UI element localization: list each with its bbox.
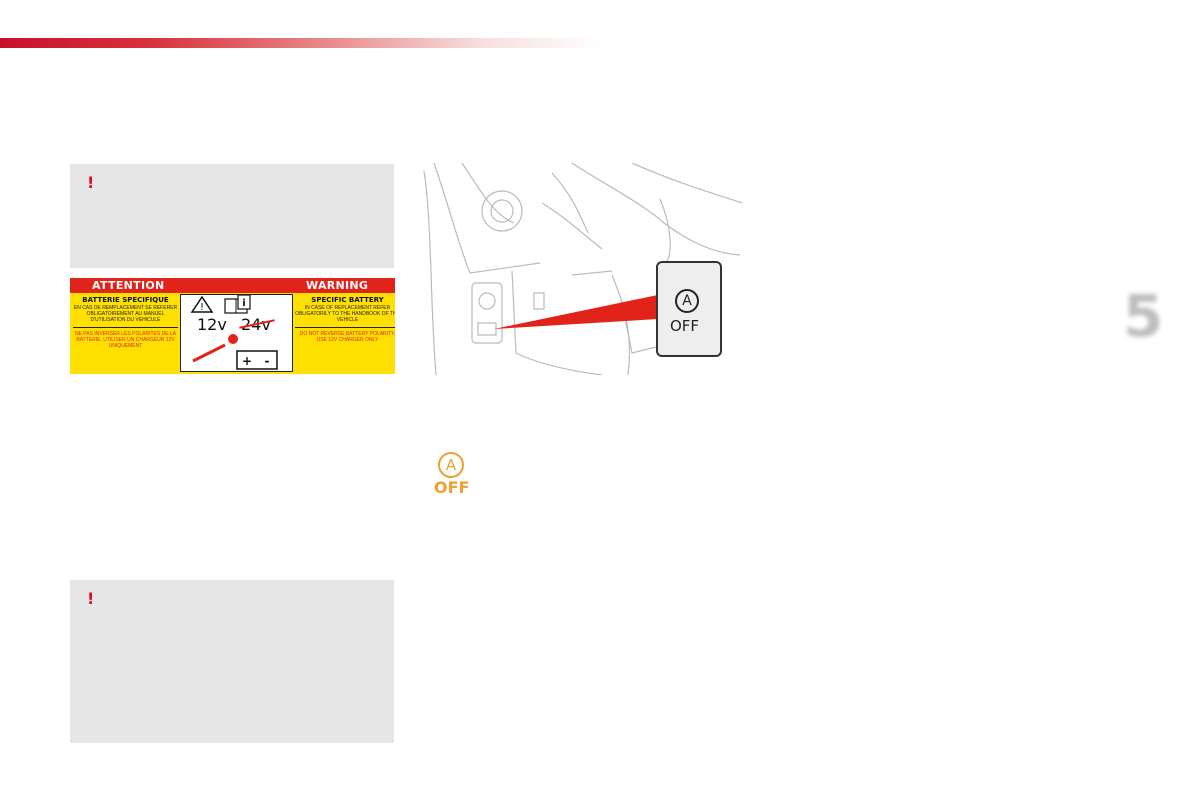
exclamation-icon: ! — [87, 589, 95, 608]
auto-stop-indicator-icon: A — [438, 452, 464, 478]
label-pictogram-panel: ! i + - 12v 24v — [180, 294, 293, 372]
voltage-12v: 12v — [197, 315, 227, 334]
label-caution-fr: NE PAS INVERSER LES POLARITES DE LA BATT… — [73, 327, 178, 349]
label-title-en: SPECIFIC BATTERY — [311, 296, 384, 304]
chapter-number: 5 — [1123, 282, 1164, 350]
battery-icon — [236, 350, 278, 370]
auto-stop-indicator-label: OFF — [434, 478, 470, 497]
header-accent-bar — [0, 38, 600, 48]
warning-triangle-icon — [190, 295, 214, 313]
warning-note-box: ! — [70, 164, 394, 268]
auto-off-button-callout: A OFF — [656, 261, 722, 357]
exclamation-icon: ! — [87, 173, 95, 192]
warning-triangle-mark: ! — [200, 302, 204, 313]
auto-stop-icon: A — [675, 289, 699, 313]
battery-plus: + — [242, 354, 252, 368]
label-header-strip: ATTENTION WARNING — [70, 278, 395, 293]
label-text-fr: EN CAS DE REMPLACEMENT SE REFERER OBLIGA… — [73, 305, 178, 323]
warning-note-box: ! — [70, 580, 394, 743]
label-header-attention: ATTENTION — [92, 279, 165, 292]
label-caution-en: DO NOT REVERSE BATTERY POLARITY, USE 12V… — [295, 327, 395, 343]
label-english-column: SPECIFIC BATTERY IN CASE OF REPLACEMENT … — [295, 296, 395, 343]
battery-minus: - — [265, 354, 270, 368]
dashboard-illustration — [423, 163, 743, 375]
auto-off-button-label: OFF — [670, 317, 700, 335]
info-mark: i — [242, 298, 245, 309]
label-french-column: BATTERIE SPECIFIQUE EN CAS DE REMPLACEME… — [73, 296, 178, 349]
label-title-fr: BATTERIE SPECIFIQUE — [82, 296, 169, 304]
battery-warning-label: ATTENTION WARNING BATTERIE SPECIFIQUE EN… — [70, 278, 395, 374]
jumper-cable-icon — [192, 343, 226, 363]
pointer-line — [494, 295, 658, 329]
info-icon — [237, 295, 251, 310]
battery-pictogram: ! i + - — [190, 295, 278, 370]
label-header-warning: WARNING — [306, 279, 369, 292]
plus-terminal-icon — [228, 334, 238, 344]
label-text-en: IN CASE OF REPLACEMENT REFER OBLIGATORIL… — [295, 305, 395, 323]
